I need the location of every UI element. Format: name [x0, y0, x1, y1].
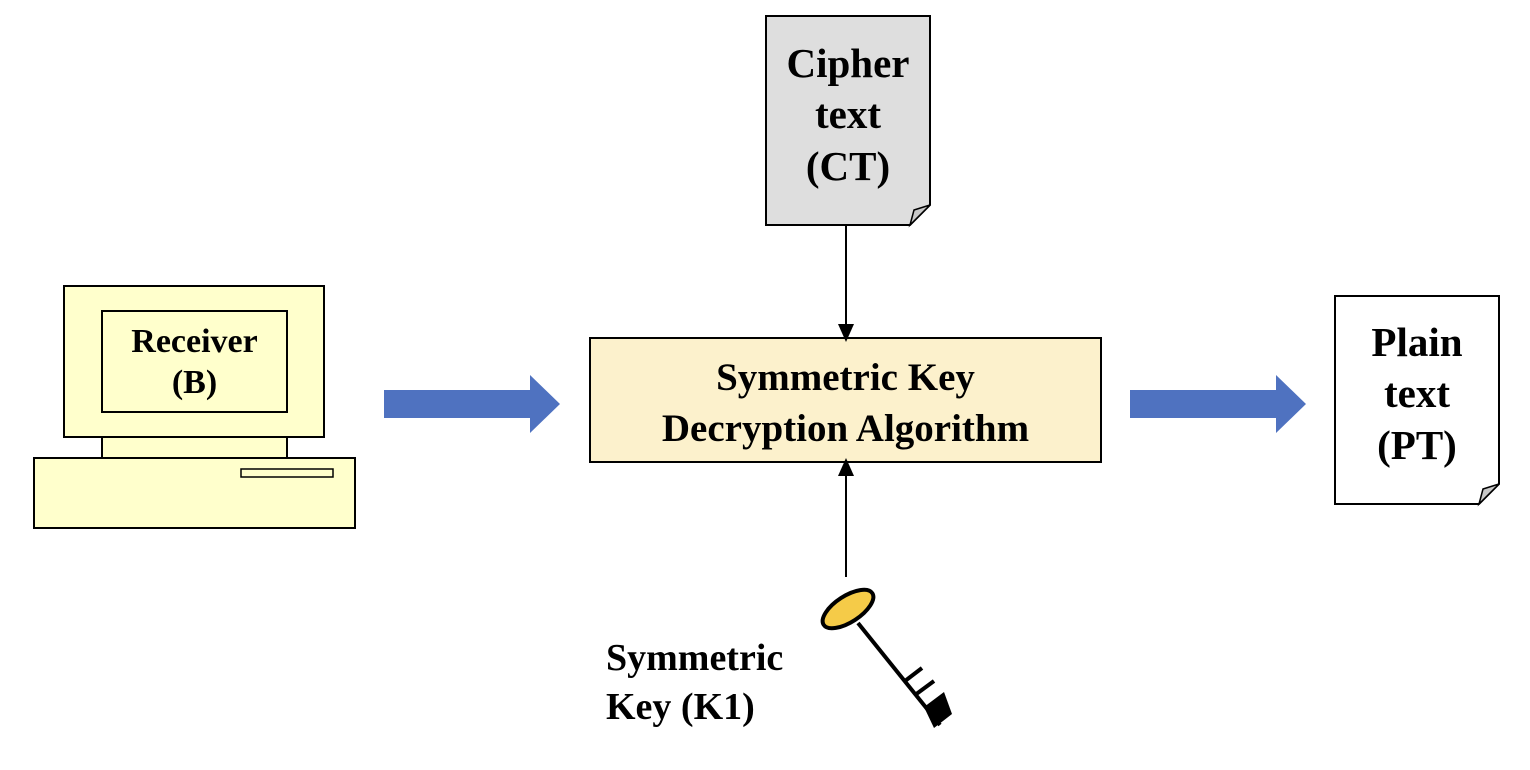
monitor-screen [101, 310, 288, 413]
algorithm-line2: Decryption Algorithm [661, 406, 1030, 450]
algorithm-line1: Symmetric Key [716, 356, 975, 399]
output-arrow [1130, 375, 1306, 433]
plaintext-document-icon [1334, 295, 1500, 507]
monitor-stand [101, 436, 288, 459]
ciphertext-line1: Cipher [786, 40, 910, 86]
ciphertext-line3: (CT) [805, 142, 891, 189]
key-icon [820, 587, 952, 728]
algorithm-label: Symmetric Key Decryption Algorithm [590, 353, 1101, 454]
receiver-line1: Receiver [131, 323, 258, 360]
plaintext-line1: Plain [1371, 319, 1463, 365]
plaintext-label: Plain text (PT) [1335, 317, 1499, 471]
receiver-label: Receiver (B) [102, 322, 287, 404]
key-line2: Key (K1) [606, 686, 755, 729]
key-line1: Symmetric [606, 637, 784, 679]
receiver-line2: (B) [171, 363, 218, 401]
ciphertext-label: Cipher text (CT) [766, 38, 930, 192]
plaintext-line3: (PT) [1377, 421, 1457, 468]
input-arrow [384, 375, 560, 433]
key-label: Symmetric Key (K1) [606, 634, 783, 733]
computer-icon [33, 285, 356, 529]
ciphertext-line2: text [814, 91, 881, 138]
drive-slot [240, 468, 334, 478]
ciphertext-document-icon [765, 15, 931, 228]
plaintext-line2: text [1383, 370, 1450, 417]
